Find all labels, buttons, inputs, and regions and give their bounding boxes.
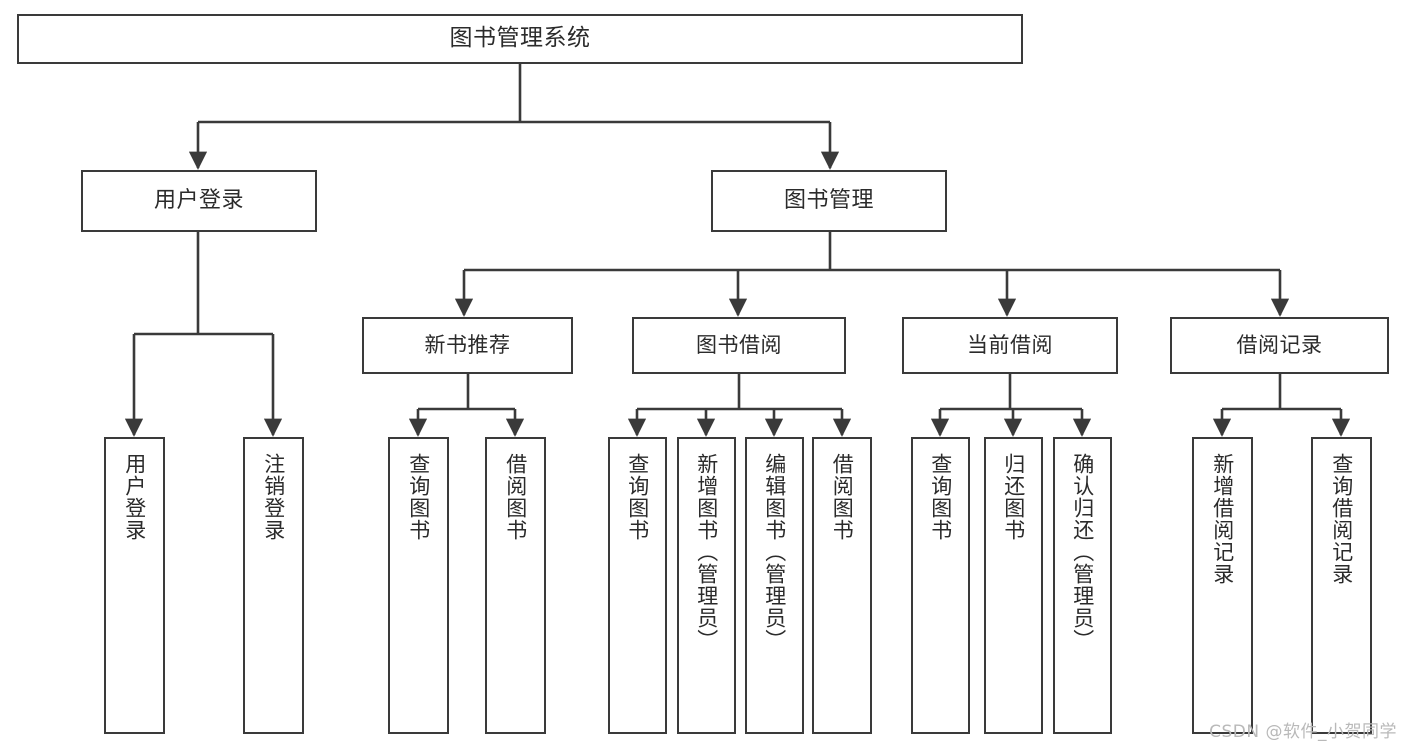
node-leaf-query-book-1-label: 查询图书 — [406, 453, 431, 541]
node-root-label: 图书管理系统 — [449, 25, 591, 52]
node-book-borrow-label: 图书借阅 — [696, 333, 782, 358]
node-leaf-add-record-label: 新增借阅记录 — [1210, 453, 1235, 585]
node-leaf-add-book[interactable]: 新增图书（管理员） — [677, 437, 736, 734]
node-leaf-query-book-1[interactable]: 查询图书 — [388, 437, 449, 734]
node-leaf-query-book-2-label: 查询图书 — [625, 453, 650, 541]
node-leaf-borrow-book-2[interactable]: 借阅图书 — [812, 437, 872, 734]
node-leaf-query-book-3[interactable]: 查询图书 — [911, 437, 970, 734]
node-leaf-confirm-return-label: 确认归还（管理员） — [1070, 453, 1095, 651]
node-borrow-record[interactable]: 借阅记录 — [1170, 317, 1389, 374]
node-book-manage[interactable]: 图书管理 — [711, 170, 947, 232]
node-book-manage-label: 图书管理 — [783, 188, 874, 214]
node-current-borrow[interactable]: 当前借阅 — [902, 317, 1118, 374]
watermark-text: CSDN @软件_小贺同学 — [1209, 722, 1397, 742]
node-leaf-confirm-return[interactable]: 确认归还（管理员） — [1053, 437, 1112, 734]
node-leaf-borrow-book-2-label: 借阅图书 — [830, 453, 855, 541]
node-leaf-return-book[interactable]: 归还图书 — [984, 437, 1043, 734]
node-leaf-query-record[interactable]: 查询借阅记录 — [1311, 437, 1372, 734]
node-leaf-add-book-label: 新增图书（管理员） — [694, 453, 719, 651]
node-leaf-edit-book[interactable]: 编辑图书（管理员） — [745, 437, 804, 734]
node-borrow-record-label: 借阅记录 — [1236, 333, 1323, 358]
node-leaf-return-book-label: 归还图书 — [1001, 453, 1026, 541]
node-leaf-add-record[interactable]: 新增借阅记录 — [1192, 437, 1253, 734]
node-user-login[interactable]: 用户登录 — [81, 170, 317, 232]
node-leaf-borrow-book-1-label: 借阅图书 — [503, 453, 528, 541]
node-leaf-user-login[interactable]: 用户登录 — [104, 437, 165, 734]
node-leaf-borrow-book-1[interactable]: 借阅图书 — [485, 437, 546, 734]
node-leaf-query-book-3-label: 查询图书 — [928, 453, 953, 541]
node-new-book-rec-label: 新书推荐 — [424, 333, 511, 358]
node-root[interactable]: 图书管理系统 — [17, 14, 1023, 64]
node-leaf-logout[interactable]: 注销登录 — [243, 437, 304, 734]
node-leaf-edit-book-label: 编辑图书（管理员） — [762, 453, 787, 651]
node-leaf-user-login-label: 用户登录 — [122, 453, 147, 541]
node-leaf-query-book-2[interactable]: 查询图书 — [608, 437, 667, 734]
node-user-login-label: 用户登录 — [153, 188, 244, 214]
node-new-book-rec[interactable]: 新书推荐 — [362, 317, 573, 374]
node-leaf-query-record-label: 查询借阅记录 — [1329, 453, 1354, 585]
node-book-borrow[interactable]: 图书借阅 — [632, 317, 846, 374]
node-current-borrow-label: 当前借阅 — [967, 333, 1053, 358]
node-leaf-logout-label: 注销登录 — [261, 453, 286, 541]
